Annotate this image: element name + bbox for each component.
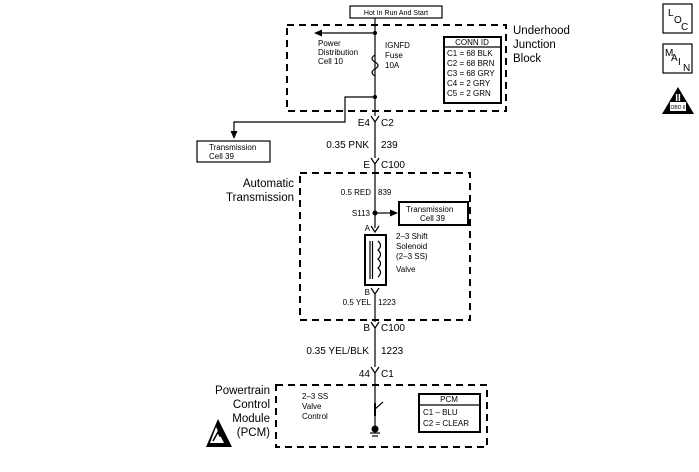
connector-a-symbol [370,225,380,234]
location-icon[interactable]: L O C [662,3,693,34]
svg-text:M: M [665,48,673,59]
pcm-table-row: C2 = CLEAR [423,419,469,428]
pcm-border [275,384,488,448]
conn-id-row: C4 = 2 GRY [447,79,491,88]
underhood-junction-block-label-1: Underhood [513,25,570,37]
power-distribution-label-3: Cell 10 [318,57,343,66]
conn-id-row: C5 = 2 GRN [447,89,491,98]
conn-id-row: C1 = 68 BLK [447,49,493,58]
underhood-junction-block-label-3: Block [513,53,541,65]
svg-text:A: A [671,53,678,64]
connector-c100-bottom-symbol [370,321,380,332]
automatic-transmission-label-1: Automatic [243,178,294,190]
main-icon[interactable]: M A I N [662,43,693,74]
transmission-cell-box-1-label-2: Cell 39 [209,152,234,161]
automatic-transmission-label-2: Transmission [226,192,294,204]
wire-red-circuit: 839 [378,188,392,197]
power-distribution-label-2: Distribution [318,48,358,57]
obd-ii-icon[interactable]: II OBD II [662,87,694,114]
wire-pnk-circuit: 239 [381,140,398,151]
power-distribution-label-1: Power [318,39,341,48]
connector-pin-44: 44 [359,369,371,380]
svg-text:C: C [681,22,688,33]
splice-s113-label: S113 [352,209,371,218]
svg-text:N: N [683,63,690,74]
conn-id-row: C2 = 68 BRN [447,59,495,68]
connector-c100-bottom: C100 [381,323,405,334]
solenoid-label-3: (2–3 SS) [396,252,428,261]
transmission-cell-box-1-label-1: Transmission [209,143,256,152]
pcm-label-2: Control [233,399,270,411]
branch-wire-left [233,96,375,132]
wire-yel-label: 0.5 YEL [343,298,372,307]
shift-solenoid-body [364,234,387,286]
esd-warning-icon [206,419,232,447]
svg-text:L: L [668,8,674,19]
underhood-junction-block-border [286,24,507,112]
pcm-table-title: PCM [440,395,458,404]
connector-c100-top-symbol [370,157,380,168]
wire-pnk-label: 0.35 PNK [326,140,369,151]
conn-id-table [443,36,502,104]
solenoid-label-1: 2–3 Shift [396,232,428,241]
branch-arrow-down [230,131,238,139]
conn-id-title: CONN ID [455,38,489,47]
pcm-connector-table [418,393,481,433]
transmission-cell-box-1 [196,140,271,163]
wire-yel-circuit: 1223 [378,298,396,307]
automatic-transmission-border [299,172,471,321]
wire-yel-blk-circuit: 1223 [381,346,404,357]
connector-c2: C2 [381,118,394,129]
connector-b-inner-symbol [370,287,380,318]
transmission-cell-box-2-label-2: Cell 39 [420,214,445,223]
connector-b-outer: B [363,323,370,334]
fuse-symbol [371,54,379,77]
solenoid-label-2: Solenoid [396,242,427,251]
pcm-label-3: Module [232,413,270,425]
underhood-junction-block-label-2: Junction [513,39,556,51]
connector-c100-top: C100 [381,160,405,171]
svg-text:O: O [674,15,682,26]
conn-id-row: C3 = 68 GRY [447,69,495,78]
connector-e4: E4 [358,118,371,129]
pcm-label-1: Powertrain [215,385,270,397]
ground-icon [371,425,379,433]
pcm-table-row: C1 – BLU [423,408,458,417]
connector-b-inner: B [365,288,370,297]
pcm-driver-gate [374,401,384,410]
wire-yel-blk-label: 0.35 YEL/BLK [306,346,369,357]
pcm-control-label-2: Valve [302,402,322,411]
connector-c1: C1 [381,369,394,380]
svg-text:OBD II: OBD II [670,105,685,111]
hot-in-run-label-box [349,5,443,19]
connector-e: E [363,160,370,171]
pcm-label-4: (PCM) [237,427,270,439]
wire-red-label: 0.5 RED [341,188,371,197]
solenoid-label-4: Valve [396,265,416,274]
svg-text:II: II [675,93,681,104]
pcm-control-label-3: Control [302,412,328,421]
fuse-label-2: Fuse [385,51,403,60]
connector-c2-symbol [370,115,380,126]
connector-c1-symbol [370,366,380,381]
fuse-label-3: 10A [385,61,400,70]
svg-text:I: I [678,57,681,68]
pcm-control-label-1: 2–3 SS [302,392,328,401]
hot-in-run-label: Hot In Run And Start [364,10,428,17]
power-distribution-arrow [314,29,322,37]
fuse-label-1: IGNFD [385,41,410,50]
transmission-cell-box-2 [398,201,469,226]
connector-a: A [365,224,371,233]
solenoid-coil [377,240,382,278]
transmission-cell-box-2-label-1: Transmission [406,205,453,214]
power-distribution-node [373,31,377,35]
splice-branch-arrow [390,209,398,217]
